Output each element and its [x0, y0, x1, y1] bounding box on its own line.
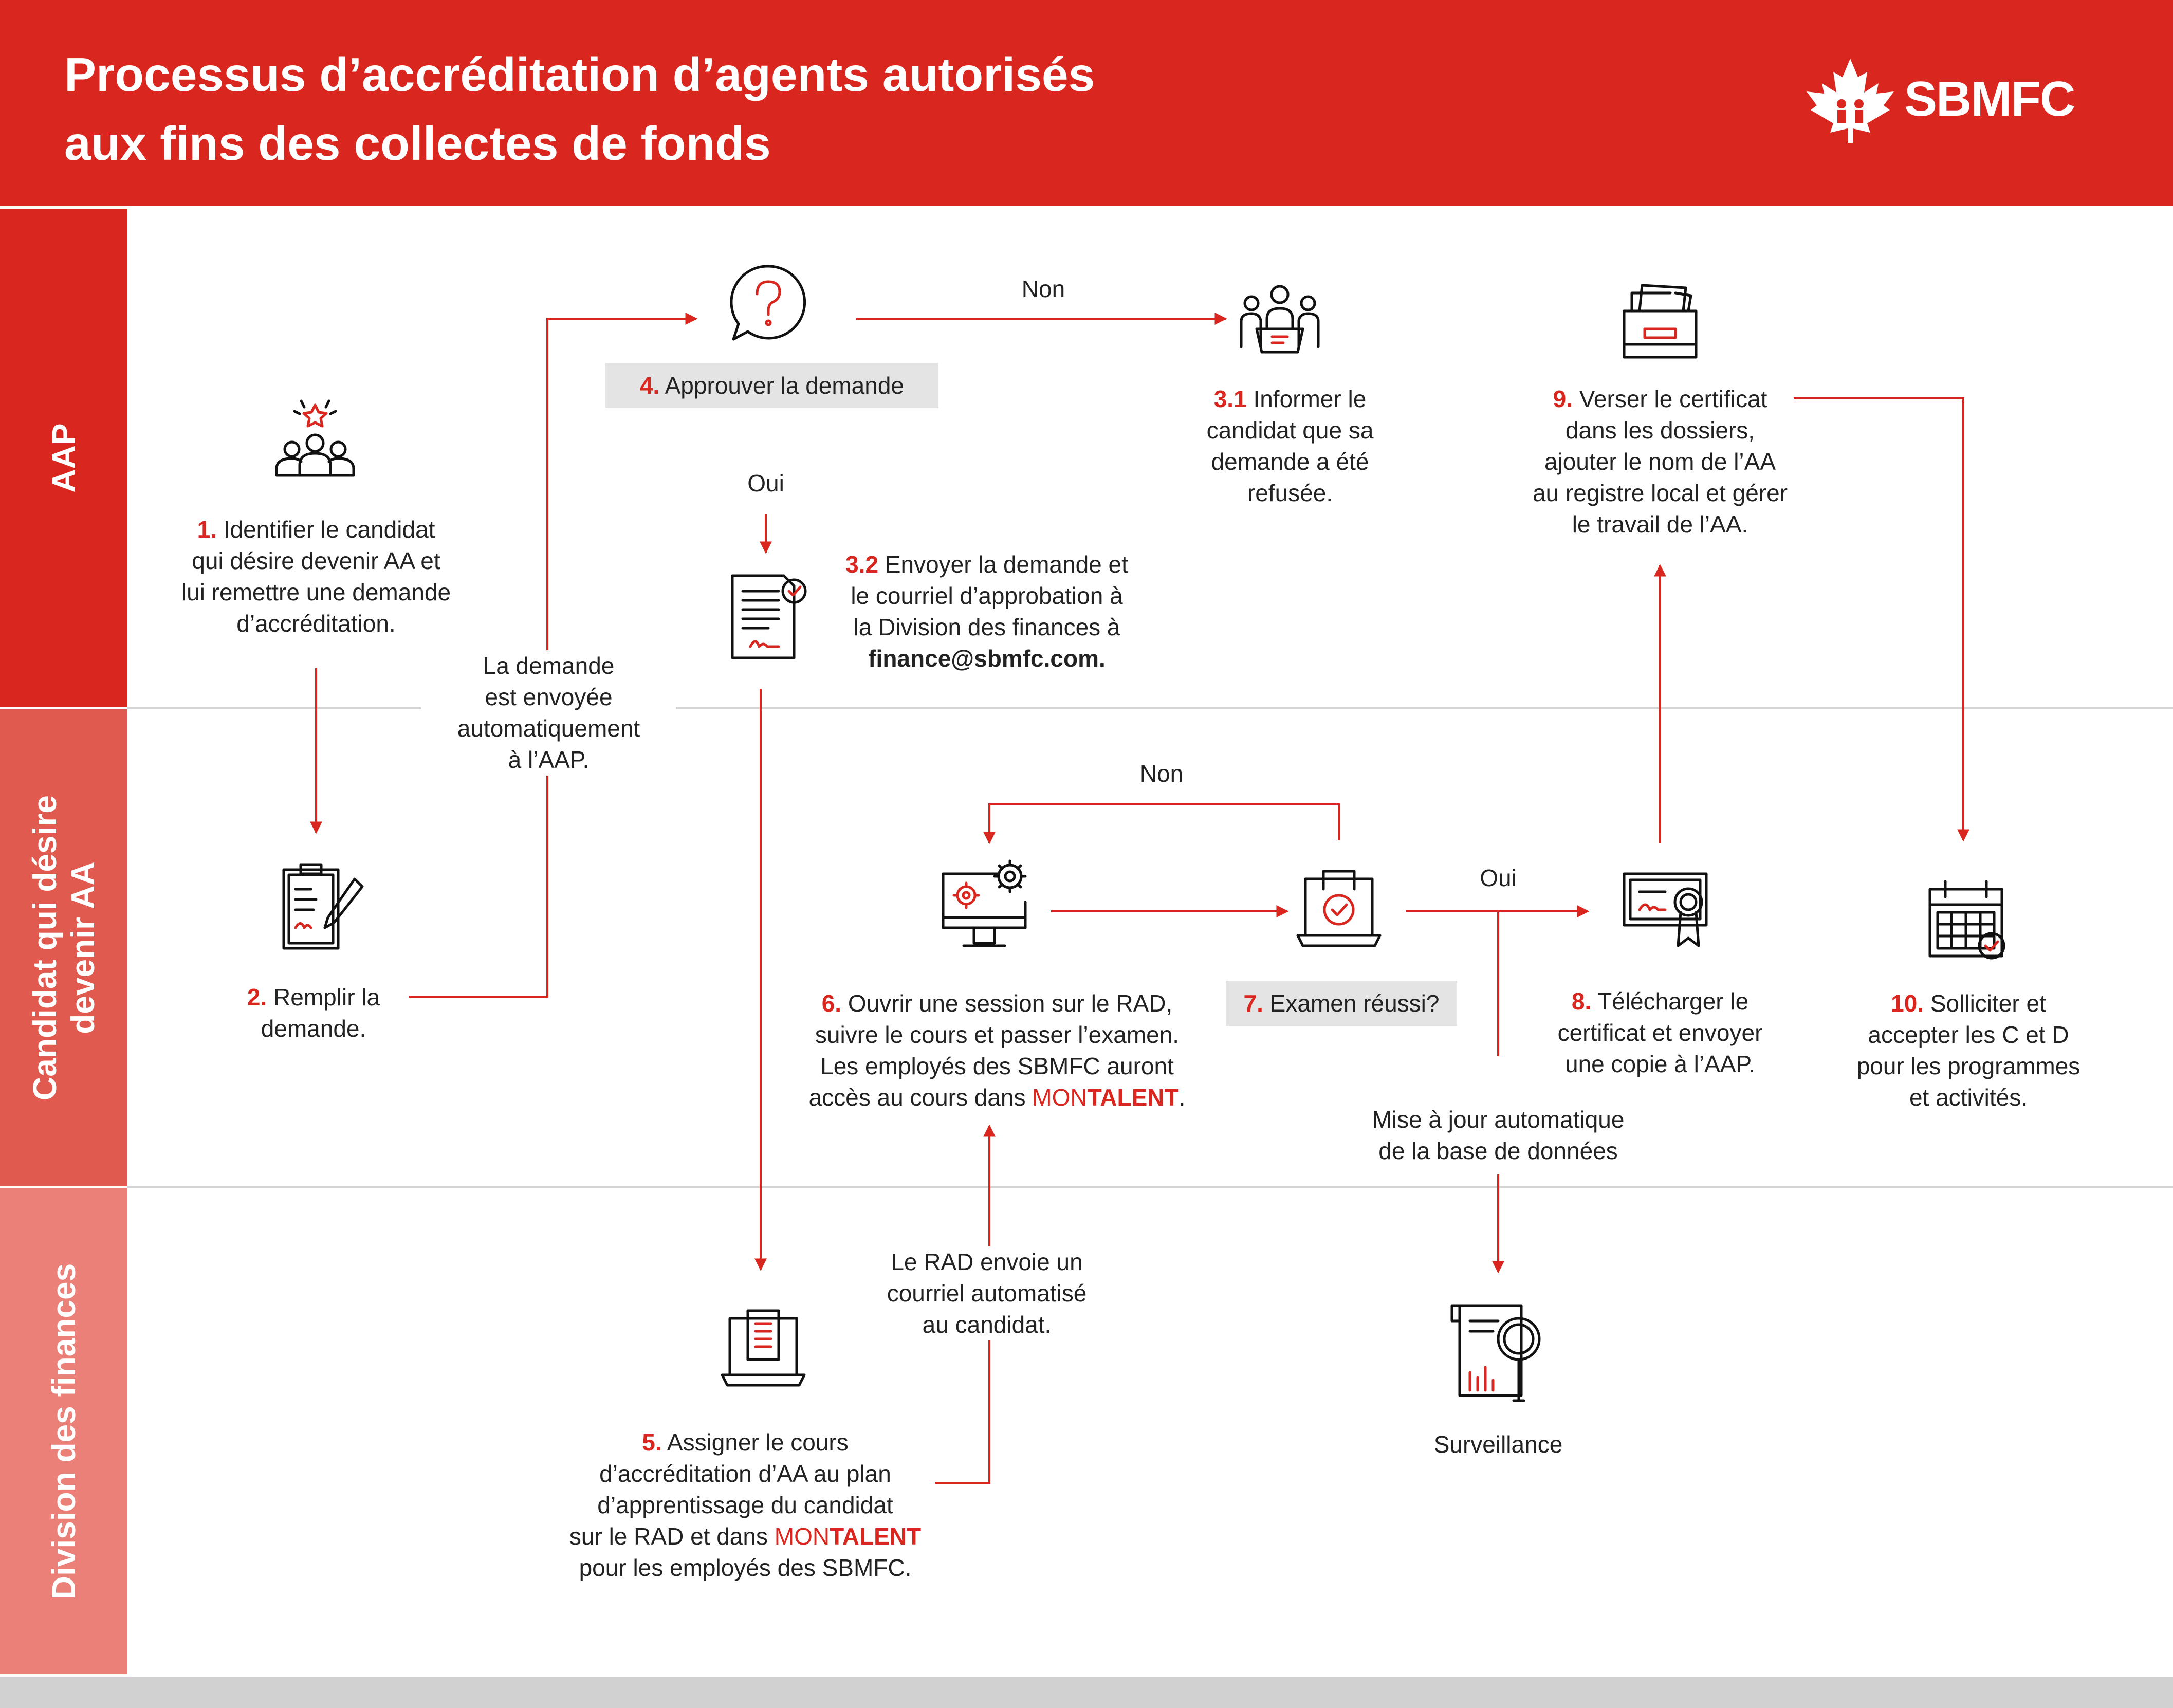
calendar-check-icon	[1928, 880, 2005, 960]
step-3-2-text: 3.2 Envoyer la demande et le courriel d’…	[817, 549, 1156, 674]
lane-aap: AAP	[0, 209, 127, 707]
step-4-pill: 4. Approuver la demande	[605, 363, 938, 408]
step-10-text: 10. Solliciter et accepter les C et D po…	[1856, 990, 2080, 1111]
flow-label-non-top: Non	[1021, 276, 1065, 302]
lane-division-finances: Division des finances	[0, 1188, 127, 1674]
lane-separator	[127, 1186, 2173, 1188]
flow-label-auto-send: La demande est envoyée automatiquement à…	[421, 650, 676, 776]
step-3-1-text: 3.1 Informer le candidat que sa demande …	[1206, 385, 1374, 506]
step-2-text: 2. Remplir la demande.	[247, 984, 380, 1042]
step-5-text: 5. Assigner le cours d’accréditation d’A…	[569, 1429, 922, 1581]
step-1-text: 1. Identifier le candidat qui désire dev…	[181, 516, 451, 637]
question-bubble-icon	[730, 265, 806, 341]
clipboard-form-icon	[282, 863, 364, 950]
finance-email: finance@sbmfc.com.	[868, 645, 1106, 672]
arrow-7-non-loop	[983, 803, 1340, 844]
flow-label-db-update: Mise à jour automatique de la base de do…	[1331, 1104, 1665, 1167]
flow-label-rad-email: Le RAD envoie un courriel automatisé au …	[853, 1246, 1120, 1340]
laptop-document-icon	[721, 1309, 806, 1387]
logo-text: SBMFC	[1904, 71, 2075, 126]
step-6-text: 6. Ouvrir une session sur le RAD, suivre…	[808, 990, 1186, 1111]
flow-label-non-mid: Non	[1139, 760, 1184, 787]
team-star-icon	[275, 399, 355, 477]
title-line-1: Processus d’accréditation d’agents autor…	[64, 48, 1095, 101]
montalent-brand: MONTALENT	[774, 1523, 922, 1550]
arrow-5-line	[935, 1354, 990, 1484]
monitor-gears-icon	[942, 859, 1027, 947]
lane-separator	[127, 707, 2173, 709]
montalent-brand: MONTALENT	[1032, 1084, 1179, 1111]
laptop-check-icon	[1296, 870, 1382, 947]
report-magnifier-icon	[1450, 1304, 1541, 1402]
step-7-pill: 7. Examen réussi?	[1226, 981, 1457, 1026]
certificate-icon	[1623, 872, 1708, 947]
arrow-9-to-10	[1794, 397, 1969, 842]
flow-label-oui-top: Oui	[720, 468, 812, 499]
step-9-text: 9. Verser le certificat dans les dossier…	[1532, 385, 1788, 538]
footer-bar	[0, 1677, 2173, 1708]
meeting-icon	[1240, 285, 1320, 354]
page-title: Processus d’accréditation d’agents autor…	[64, 40, 1401, 178]
signed-document-icon	[731, 574, 807, 659]
maple-leaf-icon	[1807, 59, 1894, 143]
file-drawer-icon	[1623, 284, 1698, 359]
step-8-text: 8. Télécharger le certificat et envoyer …	[1557, 988, 1763, 1077]
title-line-2: aux fins des collectes de fonds	[64, 117, 771, 170]
sbmfc-logo: SBMFC	[1801, 57, 2100, 144]
surveillance-text: Surveillance	[1433, 1431, 1563, 1458]
header-banner: Processus d’accréditation d’agents autor…	[0, 0, 2173, 206]
flow-label-oui-mid: Oui	[1480, 865, 1517, 891]
